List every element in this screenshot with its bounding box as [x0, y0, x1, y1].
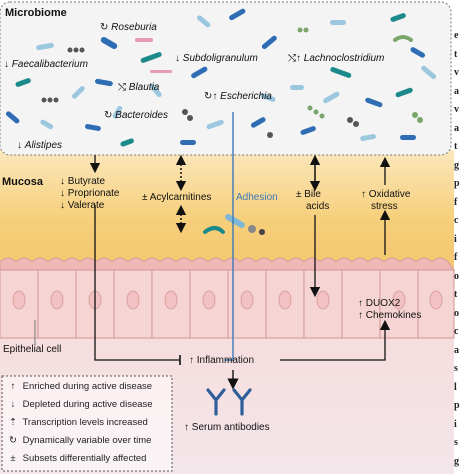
epithelial-cell-label: Epithelial cell: [3, 344, 62, 355]
taxon-alistipes: ↓ Alistipes: [17, 140, 62, 151]
side-text-letter: i: [454, 233, 457, 245]
dynamic-icon: ↻↑: [204, 91, 218, 102]
side-text-letter: t: [454, 48, 458, 60]
side-text-letter: t: [454, 289, 458, 300]
taxon-name: Alistipes: [24, 140, 63, 151]
butyrate-label: ↓ Butyrate: [60, 176, 106, 187]
side-text-letter: c: [454, 326, 459, 337]
taxon-symbol: ↓: [175, 53, 180, 64]
cycle-icon: ↻: [9, 435, 17, 446]
legend-text: Dynamically variable over time: [22, 435, 152, 446]
side-text-letter: e: [454, 30, 459, 41]
legend-row-enriched: ↑ Enriched during active disease: [6, 381, 152, 392]
taxon-name: Escherichia: [220, 91, 272, 102]
legend-row-depleted: ↓ Depleted during active disease: [6, 399, 153, 410]
legend-row-transcription: ⇡ Transcription levels increased: [6, 417, 148, 428]
taxon-symbol: ↓: [17, 140, 22, 151]
side-text-letter: v: [454, 67, 459, 78]
legend-box: [1, 375, 173, 472]
valerate-label: ↓ Valerate: [60, 200, 105, 211]
inflammation-label: ↑ Inflammation: [189, 355, 255, 366]
side-text-letter: g: [454, 455, 459, 467]
taxon-name: Subdoligranulum: [182, 53, 258, 64]
dynamic-icon: ↻: [100, 22, 109, 33]
legend-text: Enriched during active disease: [22, 381, 153, 392]
legend-row-dynamic: ↻ Dynamically variable over time: [6, 435, 151, 446]
subsets-icon: ⤭: [118, 82, 126, 93]
adhering-bacteria: [203, 214, 265, 235]
dynamic-icon: ↻: [104, 110, 113, 121]
serum-antibodies-label: ↑ Serum antibodies: [184, 422, 270, 433]
side-text-letter: f: [454, 252, 458, 263]
taxon-name: Blautia: [128, 82, 160, 93]
side-text-letter: t: [454, 141, 458, 152]
dashed-arrow-up-icon: ⇡: [9, 417, 17, 428]
side-text-letter: o: [454, 307, 459, 319]
adhesion-label: Adhesion: [236, 192, 278, 203]
taxon-name: Faecalibacterium: [11, 59, 88, 70]
side-text-letter: v: [454, 104, 459, 115]
legend-text: Subsets differentially affected: [22, 453, 147, 464]
taxon-bacteroides: ↻ Bacteroides: [104, 110, 168, 121]
side-text-letter: o: [454, 270, 459, 282]
legend-row-subsets: ± Subsets differentially affected: [6, 453, 146, 464]
side-text-letter: p: [454, 400, 460, 411]
taxon-name: Lachnoclostridium: [303, 53, 385, 64]
taxon-subdoligranulum: ↓ Subdoligranulum: [175, 53, 258, 64]
bile-acids-label-2: acids: [306, 201, 330, 212]
acylcarnitines-label: ± Acylcarnitines: [142, 192, 212, 203]
side-text-letter: c: [454, 215, 459, 226]
bacteria-group: [5, 8, 437, 147]
side-text-letter: f: [454, 196, 458, 208]
subsets-icon: ⤭↑: [288, 53, 301, 64]
mucosa-title: Mucosa: [2, 176, 43, 188]
legend-text: Depleted during active disease: [22, 399, 153, 410]
plus-minus-icon: ±: [10, 453, 16, 464]
oxidative-stress-label-1: ↑ Oxidative: [361, 189, 411, 200]
taxon-lachnoclostridium: ⤭↑ Lachnoclostridium: [288, 53, 384, 64]
propionate-label: ↓ Proprionate: [60, 188, 120, 199]
side-text-letter: s: [454, 363, 458, 374]
side-text-letter: l: [454, 381, 457, 393]
epithelium: [0, 257, 456, 339]
cell-nuclei: [12, 290, 443, 310]
side-text-letter: i: [454, 418, 457, 430]
side-text-letter: a: [454, 122, 459, 134]
chemokines-label: ↑ Chemokines: [358, 310, 422, 321]
side-text-letter: p: [454, 178, 460, 189]
arrow-down-icon: ↓: [10, 399, 16, 410]
microbiome-box: [0, 1, 452, 156]
oxidative-stress-label-2: stress: [371, 201, 398, 212]
legend-text: Transcription levels increased: [22, 417, 148, 428]
side-text-letter: s: [454, 437, 458, 448]
taxon-name: Bacteroides: [115, 110, 168, 121]
taxon-faecalibacterium: ↓ Faecalibacterium: [4, 59, 88, 70]
antibody-icons: [206, 388, 252, 416]
side-text-letter: a: [454, 85, 459, 97]
taxon-roseburia: ↻ Roseburia: [100, 22, 157, 33]
microbiome-title: Microbiome: [5, 7, 67, 19]
side-text-letter: g: [454, 159, 459, 171]
bile-acids-label-1: ± Bile: [296, 189, 321, 200]
taxon-blautia: ⤭ Blautia: [118, 82, 159, 93]
taxon-name: Roseburia: [111, 22, 157, 33]
duox2-label: ↑ DUOX2: [358, 298, 401, 309]
arrow-up-icon: ↑: [10, 381, 16, 392]
side-text-letter: a: [454, 344, 459, 356]
taxon-symbol: ↓: [4, 59, 9, 70]
taxon-escherichia: ↻↑ Escherichia: [204, 91, 272, 102]
